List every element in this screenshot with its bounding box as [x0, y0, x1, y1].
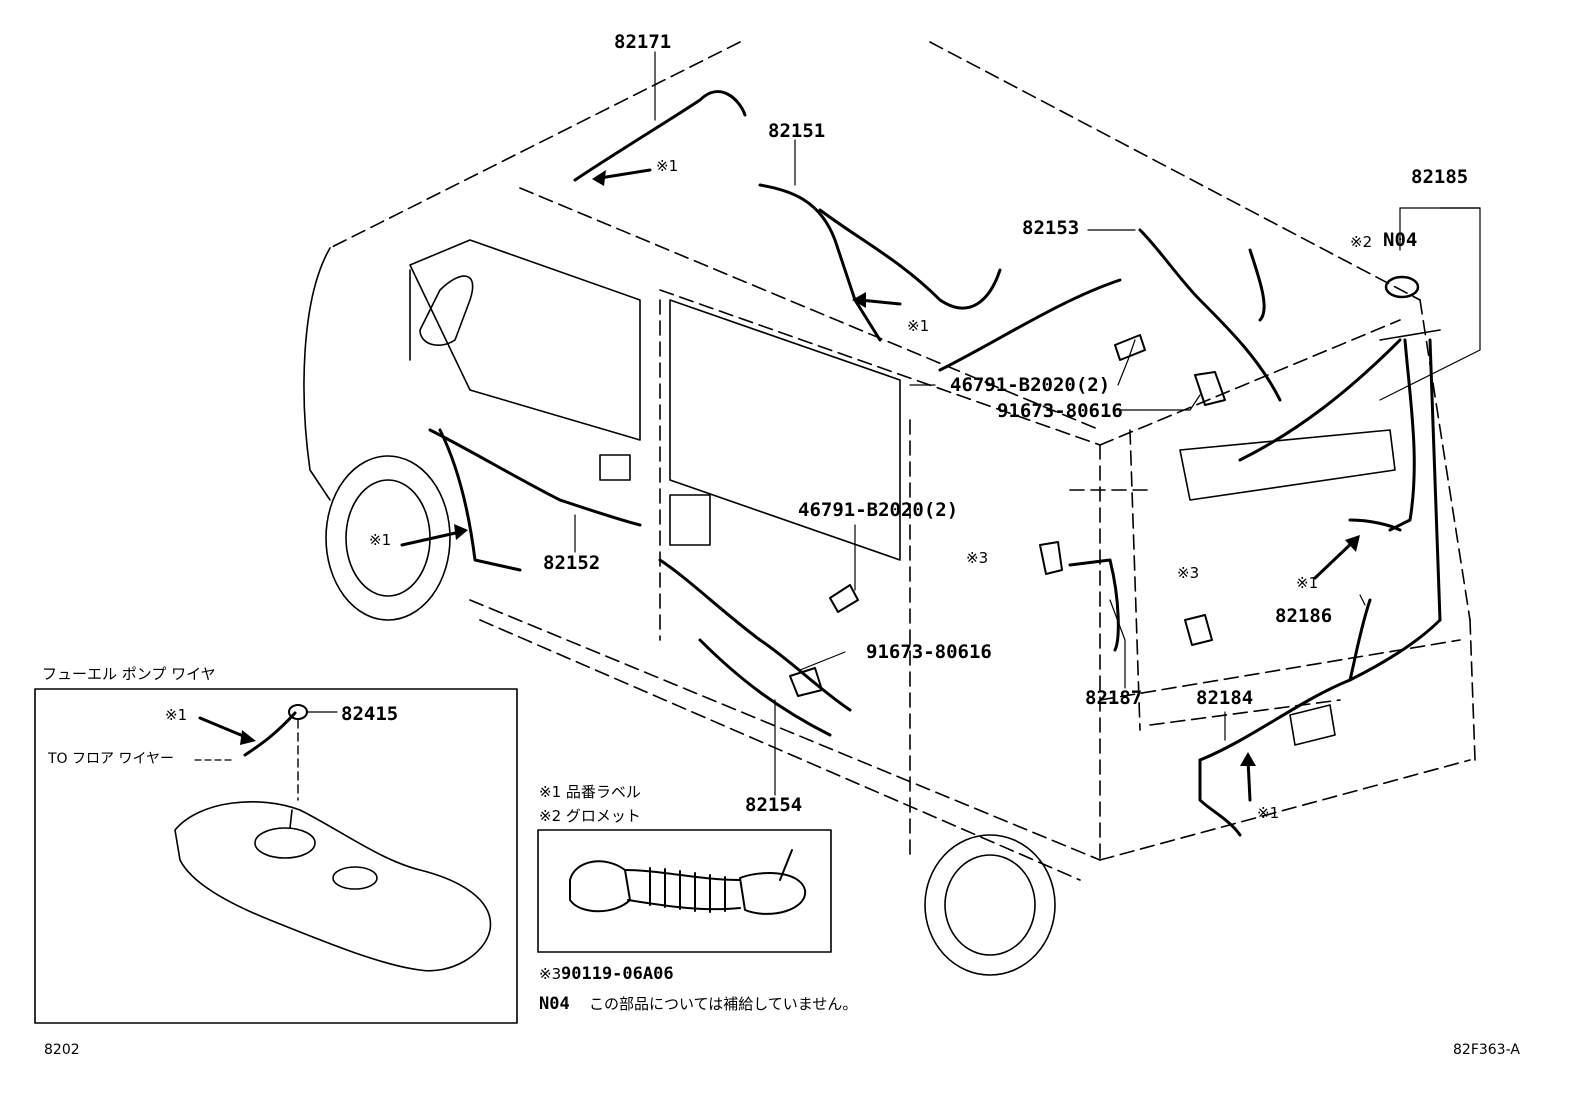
label-82187: 82187 [1085, 687, 1143, 709]
label-82153: 82153 [1022, 217, 1080, 239]
arrows [198, 168, 1357, 802]
mark-1-roof: ※1 [656, 157, 679, 175]
leader-lines [574, 51, 1481, 796]
mark-2-n04: ※2 [1350, 233, 1373, 251]
mark-1-wheel: ※1 [369, 531, 392, 549]
fuel-tank [174, 801, 492, 972]
legend-note-3-code: 90119-06A06 [561, 964, 674, 984]
to-floor-wire-label: TO フロア ワイヤー [48, 751, 175, 767]
label-82186: 82186 [1275, 605, 1333, 627]
arrow-heads [240, 170, 1360, 766]
page-reference: 8202 [44, 1042, 80, 1058]
legend-n04-code: N04 [539, 994, 570, 1014]
fuel-inset-title: フューエル ポンプ ワイヤ [42, 665, 216, 683]
label-46791-b2020-upper: 46791-B2020(2) [950, 374, 1111, 396]
mark-3-left: ※3 [966, 549, 989, 567]
fuel-wire [243, 711, 297, 757]
grommet-n04 [1384, 275, 1420, 299]
label-82152: 82152 [543, 552, 601, 574]
label-91673-80616-upper: 91673-80616 [997, 400, 1123, 422]
label-82415: 82415 [341, 703, 399, 725]
legend-note-3-mark: ※3 [539, 965, 562, 983]
label-82151: 82151 [768, 120, 826, 142]
mark-1-fuel: ※1 [165, 706, 188, 724]
label-46791-b2020-lower: 46791-B2020(2) [798, 499, 959, 521]
bolts [789, 334, 1226, 697]
mark-3-right: ※3 [1177, 564, 1200, 582]
van-solid-outline [303, 239, 1441, 976]
label-82184: 82184 [1196, 687, 1254, 709]
grommet-drawing [569, 849, 807, 915]
legend-note-2: ※2 グロメット [539, 807, 641, 825]
figure-reference: 82F363-A [1453, 1042, 1520, 1058]
fuel-inset-box [34, 688, 518, 1024]
label-91673-80616-lower: 91673-80616 [866, 641, 992, 663]
legend-n04-text: この部品については補給していません。 [589, 995, 858, 1013]
harness-wires [428, 90, 1442, 837]
mark-1-82151: ※1 [907, 317, 930, 335]
legend-note-1: ※1 品番ラベル [539, 783, 641, 801]
label-n04: N04 [1383, 229, 1418, 251]
mark-1-82186: ※1 [1296, 574, 1319, 592]
label-82171: 82171 [614, 31, 672, 53]
label-82185: 82185 [1411, 166, 1469, 188]
mark-1-82184: ※1 [1257, 804, 1280, 822]
grommet-inset-box [537, 829, 832, 953]
van-body [329, 41, 1476, 881]
label-82154: 82154 [745, 794, 803, 816]
